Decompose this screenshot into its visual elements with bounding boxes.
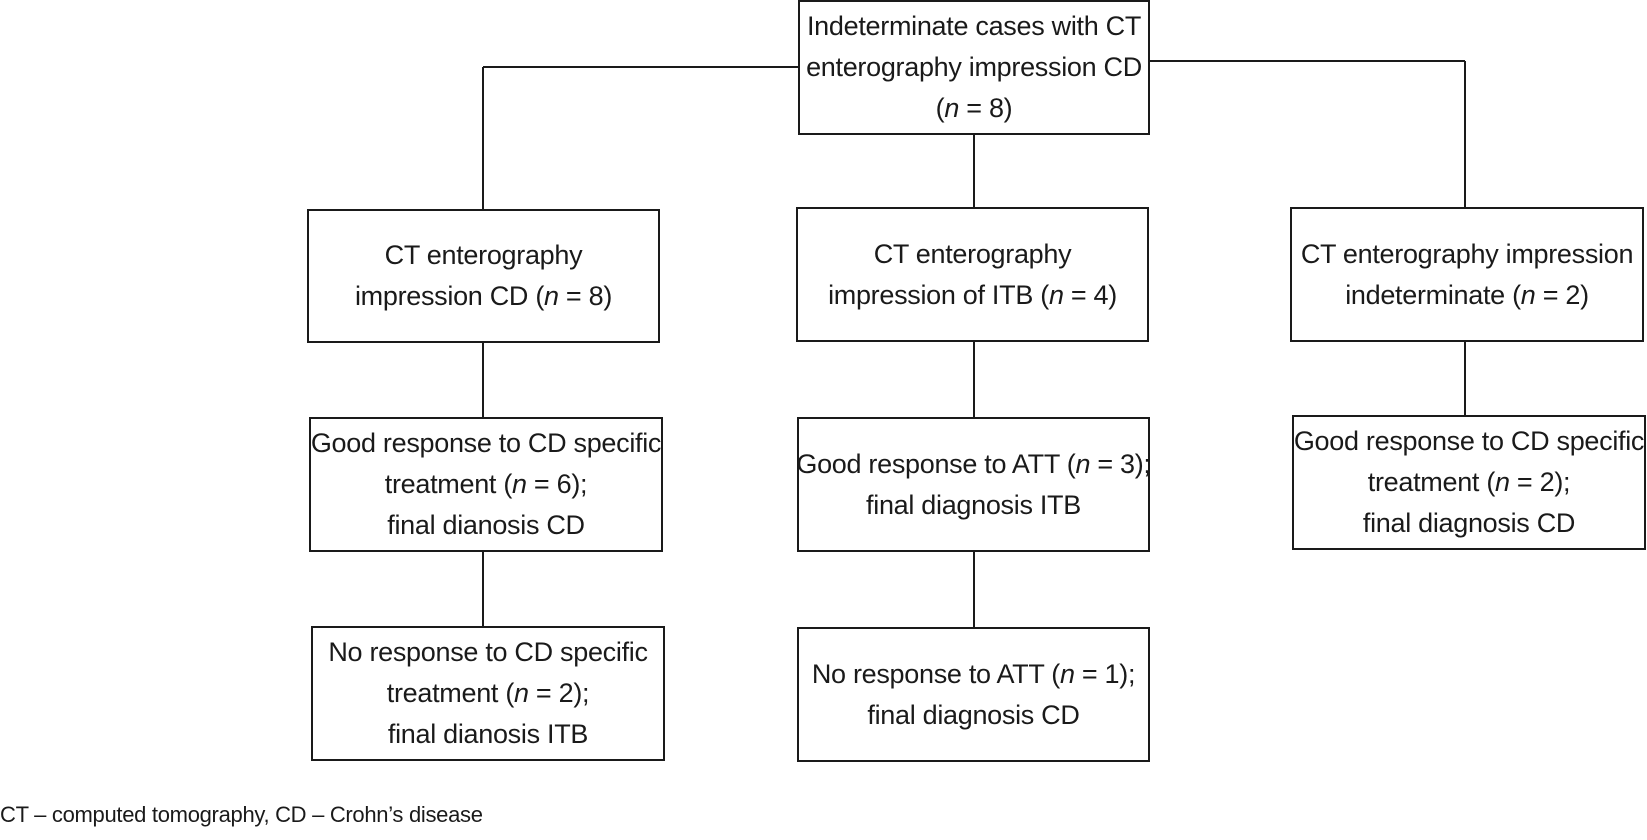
cd-good-response-node: Good response to CD specific treatment (… — [309, 417, 663, 552]
cd-good-line-3: final dianosis CD — [387, 510, 585, 540]
abbreviations-footnote: CT – computed tomography, CD – Crohn’s d… — [0, 802, 483, 827]
cd-none-line-2: treatment (n = 2); — [386, 678, 590, 708]
branch-indeterminate-line-1: CT enterography impression — [1300, 238, 1634, 269]
indet-good-line-3: final diagnosis CD — [1362, 508, 1576, 538]
branch-indeterminate-node: CT enterography impression indeterminate… — [1290, 207, 1644, 342]
branch-itb-line-2: impression of ITB (n = 4) — [828, 279, 1117, 310]
root-line-2: enterography impression CD — [806, 52, 1142, 82]
branch-cd-line-1: CT enterography — [384, 240, 583, 270]
root-node: Indeterminate cases with CT enterography… — [798, 0, 1150, 135]
itb-good-line-2: final diagnosis ITB — [866, 489, 1081, 520]
indet-good-line-1: Good response to CD specific — [1293, 426, 1645, 456]
cd-good-line-2: treatment (n = 6); — [384, 469, 588, 499]
root-node-text: Indeterminate cases with CT enterography… — [806, 6, 1142, 129]
indeterminate-good-response-node: Good response to CD specific treatment (… — [1292, 415, 1646, 550]
itb-none-line-1: No response to ATT (n = 1); — [811, 658, 1136, 689]
branch-itb-line-1: CT enterography — [873, 238, 1072, 269]
cd-none-line-3: final dianosis ITB — [387, 719, 589, 749]
itb-good-line-1: Good response to ATT (n = 3); — [796, 448, 1151, 479]
itb-no-response-node: No response to ATT (n = 1); final diagno… — [797, 627, 1150, 762]
branch-cd-node: CT enterography impression CD (n = 8) — [307, 209, 660, 343]
cd-no-response-node: No response to CD specific treatment (n … — [311, 626, 665, 761]
root-line-3: (n = 8) — [935, 93, 1013, 123]
cd-none-line-1: No response to CD specific — [328, 637, 648, 667]
indet-good-line-2: treatment (n = 2); — [1367, 467, 1571, 497]
itb-good-response-node: Good response to ATT (n = 3); final diag… — [796, 417, 1151, 552]
branch-indeterminate-line-2: indeterminate (n = 2) — [1345, 279, 1589, 310]
cd-good-line-1: Good response to CD specific — [310, 428, 662, 458]
itb-none-line-2: final diagnosis CD — [867, 699, 1080, 730]
branch-itb-node: CT enterography impression of ITB (n = 4… — [796, 207, 1149, 342]
branch-cd-line-2: impression CD (n = 8) — [354, 281, 613, 311]
root-line-1: Indeterminate cases with CT — [806, 11, 1142, 41]
